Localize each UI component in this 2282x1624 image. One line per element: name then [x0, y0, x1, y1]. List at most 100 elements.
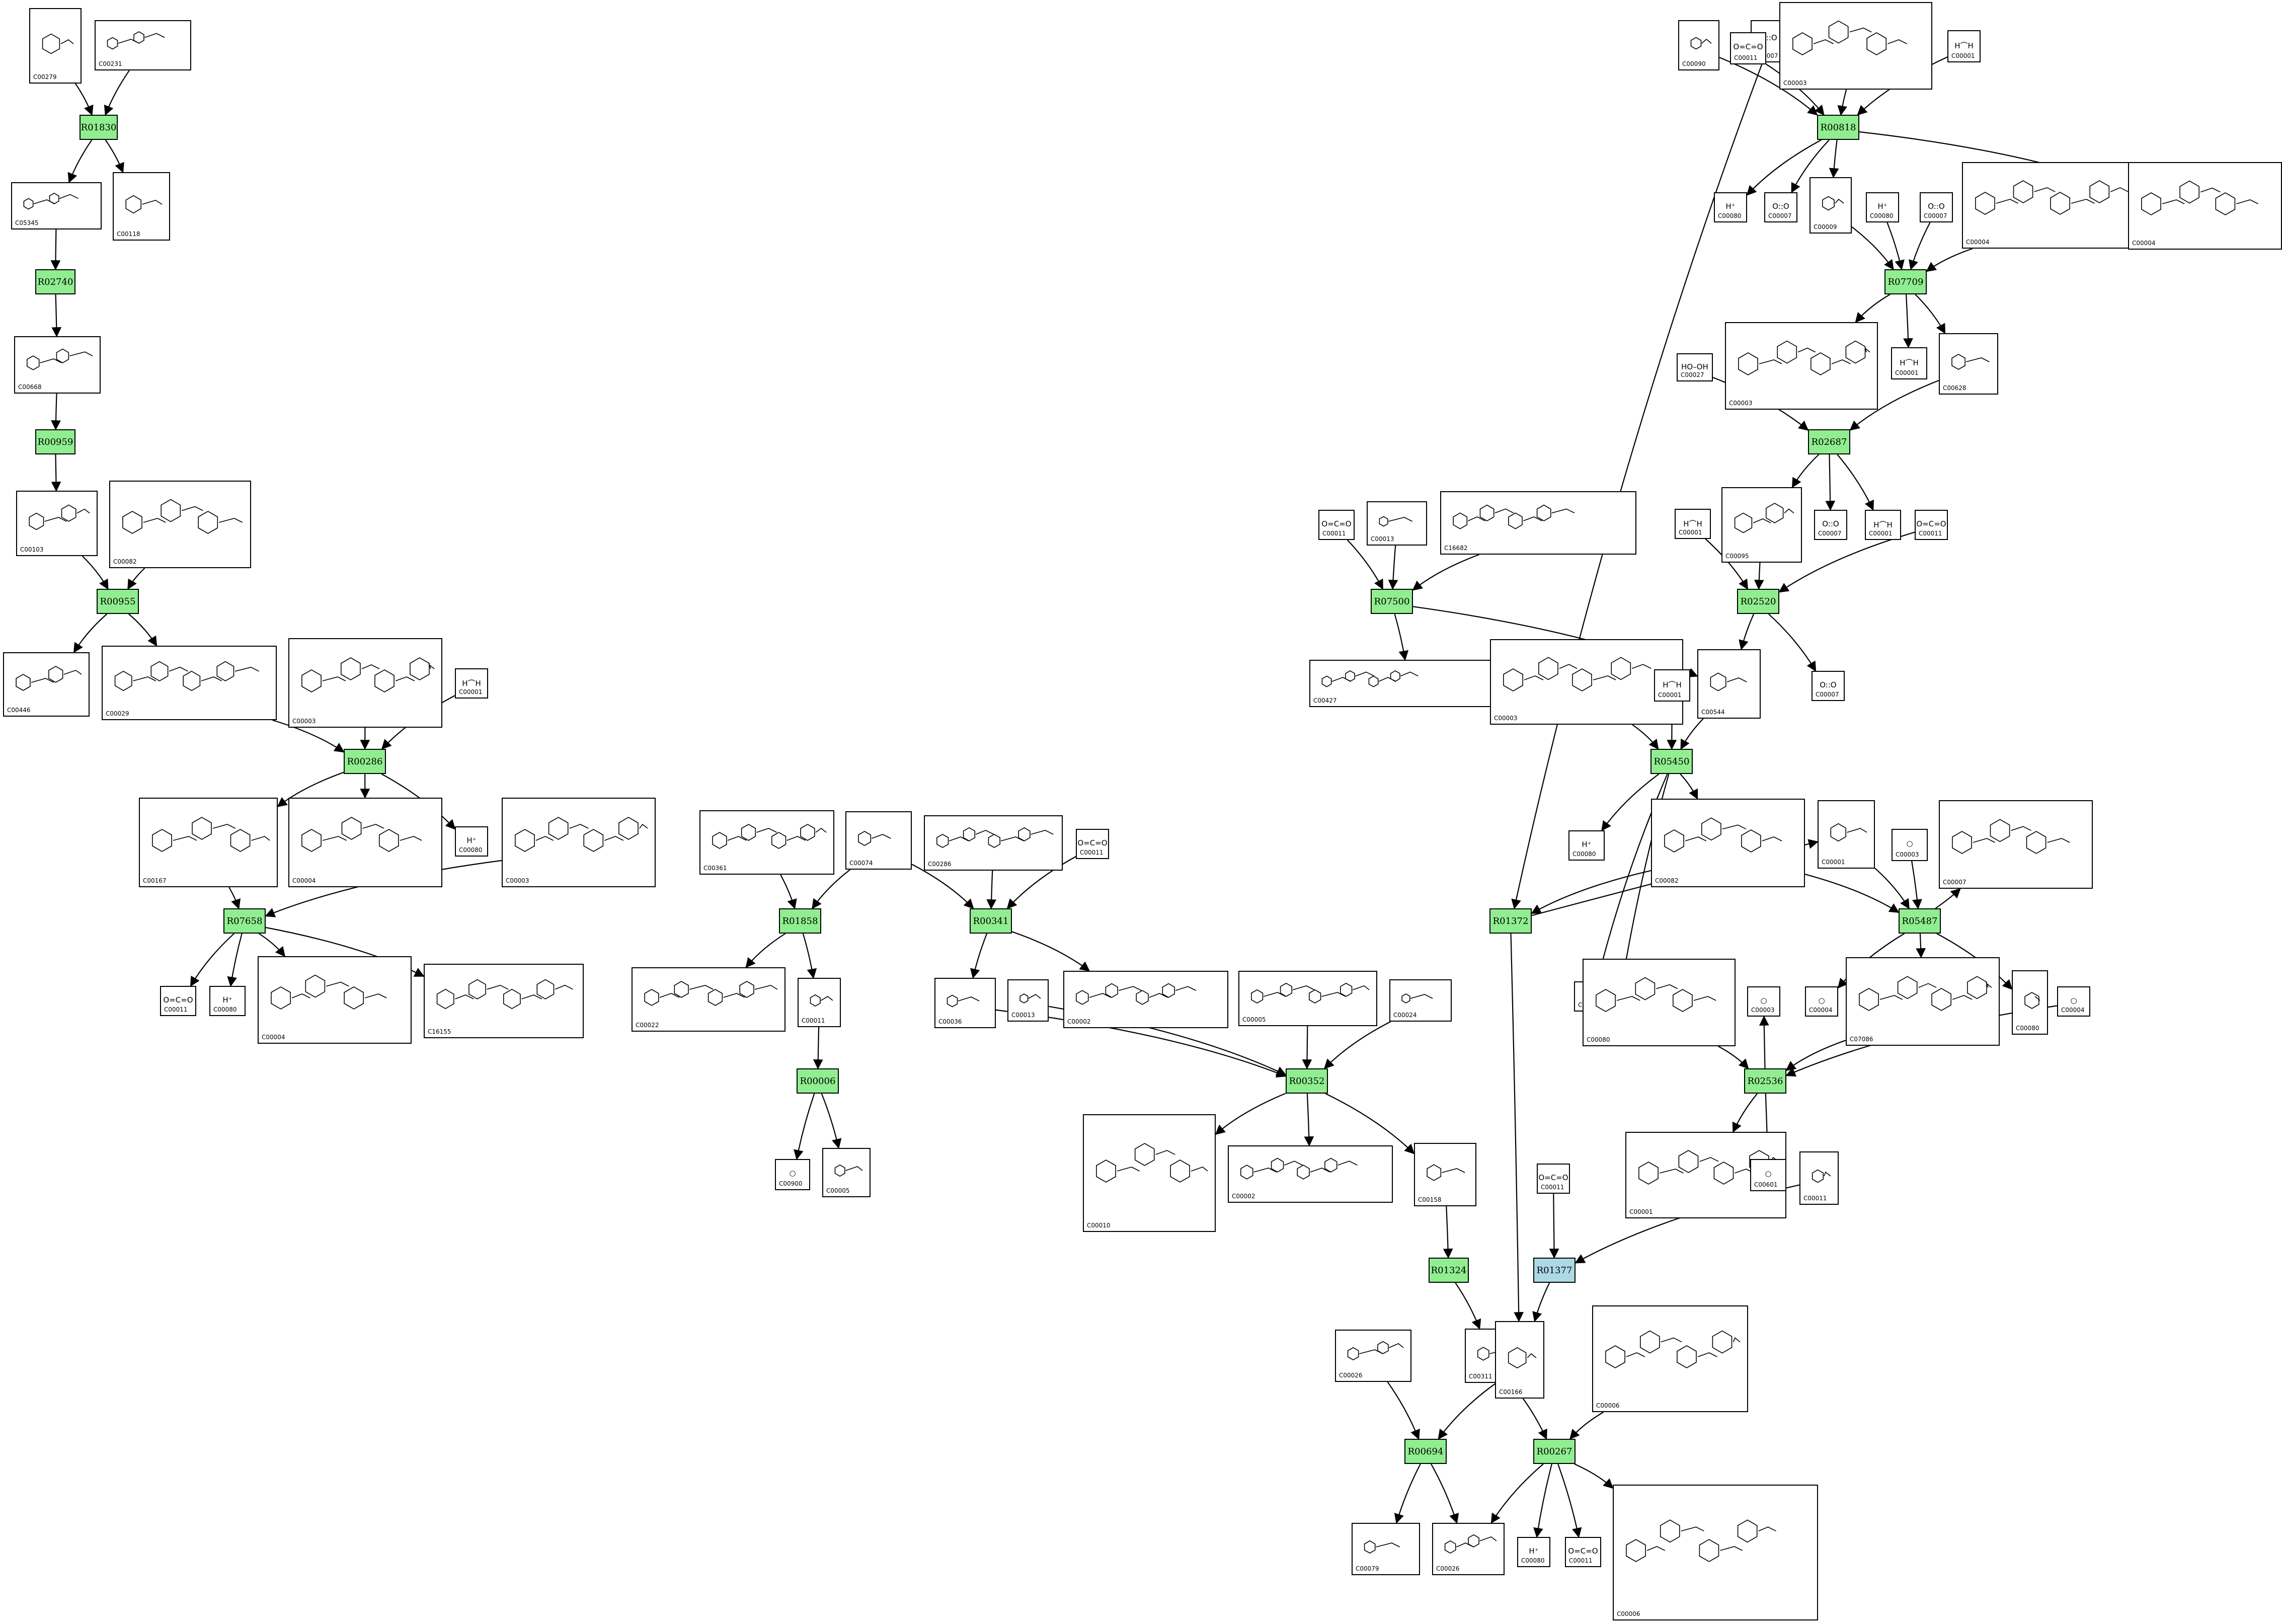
reaction-node[interactable]: R02536: [1744, 1068, 1786, 1094]
compound-node[interactable]: C07086: [1846, 957, 2000, 1046]
reaction-node[interactable]: R01372: [1489, 908, 1532, 934]
compound-node[interactable]: C00005: [1238, 971, 1377, 1026]
compound-node[interactable]: C00231: [95, 20, 191, 70]
compound-node[interactable]: C00003: [288, 638, 442, 728]
compound-node[interactable]: C00361: [699, 810, 834, 875]
compound-node[interactable]: C00080: [1583, 959, 1736, 1046]
compound-node[interactable]: C16155: [424, 964, 584, 1038]
reaction-node[interactable]: R00286: [344, 749, 386, 774]
reaction-node[interactable]: R02520: [1737, 589, 1779, 614]
compound-node[interactable]: C00003: [1725, 322, 1878, 410]
compound-node[interactable]: ○C00601: [1750, 1159, 1786, 1191]
reaction-node[interactable]: R00694: [1404, 1439, 1447, 1464]
compound-node[interactable]: H⁺C00080: [1517, 1537, 1550, 1567]
compound-node[interactable]: C00011: [1799, 1151, 1839, 1205]
reaction-node[interactable]: R00341: [970, 908, 1012, 934]
compound-node[interactable]: C00026: [1335, 1330, 1411, 1382]
compound-node[interactable]: C00074: [845, 811, 912, 870]
compound-node[interactable]: C00001: [1818, 800, 1875, 869]
compound-node[interactable]: C00427: [1309, 660, 1512, 707]
compound-node[interactable]: C00006: [1592, 1305, 1748, 1412]
compound-node[interactable]: C00004: [288, 798, 442, 887]
reaction-node[interactable]: R02687: [1808, 429, 1850, 454]
compound-node[interactable]: C00080: [2012, 970, 2048, 1035]
reaction-node[interactable]: R05450: [1650, 749, 1693, 774]
compound-node[interactable]: C00167: [139, 798, 278, 887]
reaction-node[interactable]: R00267: [1533, 1439, 1576, 1464]
compound-node[interactable]: C00002: [1228, 1145, 1393, 1203]
reaction-node[interactable]: R00006: [797, 1068, 839, 1094]
reaction-node[interactable]: R01324: [1429, 1258, 1469, 1283]
compound-node[interactable]: ○C00004: [1805, 986, 1838, 1017]
compound-node[interactable]: ○C00003: [1747, 986, 1780, 1017]
compound-node[interactable]: C00628: [1939, 333, 1998, 395]
reaction-node[interactable]: R00352: [1286, 1068, 1328, 1094]
reaction-node[interactable]: R01858: [779, 908, 821, 934]
compound-node[interactable]: C16682: [1440, 491, 1636, 555]
compound-node[interactable]: C00446: [3, 652, 90, 717]
compound-node[interactable]: C00024: [1389, 979, 1452, 1022]
compound-node[interactable]: C00286: [924, 815, 1063, 871]
compound-node[interactable]: H⁺C00080: [209, 986, 246, 1016]
compound-node[interactable]: C00026: [1432, 1523, 1505, 1575]
reaction-node[interactable]: R07500: [1371, 589, 1413, 614]
compound-node[interactable]: ○C00900: [775, 1159, 810, 1190]
reaction-node[interactable]: R00818: [1817, 115, 1859, 140]
compound-node[interactable]: C00003: [1490, 639, 1683, 725]
compound-node[interactable]: C00095: [1721, 487, 1802, 563]
compound-node[interactable]: ○C00004: [2057, 986, 2090, 1017]
compound-node[interactable]: C00013: [1007, 979, 1049, 1022]
compound-node[interactable]: C00006: [1613, 1485, 1818, 1620]
reaction-node[interactable]: R05487: [1899, 908, 1941, 934]
compound-node[interactable]: C00010: [1083, 1114, 1216, 1232]
reaction-node[interactable]: R00955: [97, 589, 139, 614]
compound-node[interactable]: C00544: [1697, 649, 1761, 719]
compound-node[interactable]: C00118: [113, 172, 170, 241]
compound-node[interactable]: C00668: [14, 336, 101, 394]
compound-node[interactable]: C05345: [11, 182, 102, 229]
compound-node[interactable]: C00079: [1352, 1523, 1420, 1575]
compound-node[interactable]: C00005: [822, 1148, 871, 1197]
reaction-node[interactable]: R00959: [35, 429, 75, 454]
compound-node[interactable]: C00004: [258, 956, 412, 1044]
compound-node[interactable]: C00004: [1962, 162, 2157, 249]
reaction-node[interactable]: R07709: [1884, 269, 1927, 294]
compound-node[interactable]: C00082: [1651, 799, 1805, 887]
compound-node[interactable]: H⁺C00080: [1568, 830, 1605, 861]
reaction-node[interactable]: R07658: [223, 908, 266, 934]
compound-node[interactable]: C00279: [29, 8, 82, 84]
compound-node[interactable]: C00013: [1367, 501, 1427, 546]
compound-node[interactable]: C00158: [1414, 1143, 1476, 1206]
reaction-node[interactable]: R01377: [1533, 1258, 1576, 1283]
compound-node[interactable]: C00082: [109, 481, 251, 568]
compound-node[interactable]: C00004: [2128, 162, 2282, 250]
reaction-node[interactable]: R01830: [80, 115, 118, 140]
compound-node[interactable]: H⁺C00080: [1714, 192, 1747, 222]
compound-node[interactable]: C00003: [502, 798, 656, 887]
compound-node[interactable]: C00029: [102, 646, 277, 720]
compound-node[interactable]: C00166: [1495, 1321, 1544, 1399]
compound-node[interactable]: C00103: [16, 491, 98, 556]
compound-node[interactable]: H⁺C00080: [1866, 192, 1899, 222]
compound-node[interactable]: C00011: [798, 978, 841, 1027]
compound-node[interactable]: C00009: [1809, 177, 1852, 234]
compound-node[interactable]: H⁺C00080: [455, 826, 488, 857]
reaction-node[interactable]: R02740: [35, 269, 75, 294]
